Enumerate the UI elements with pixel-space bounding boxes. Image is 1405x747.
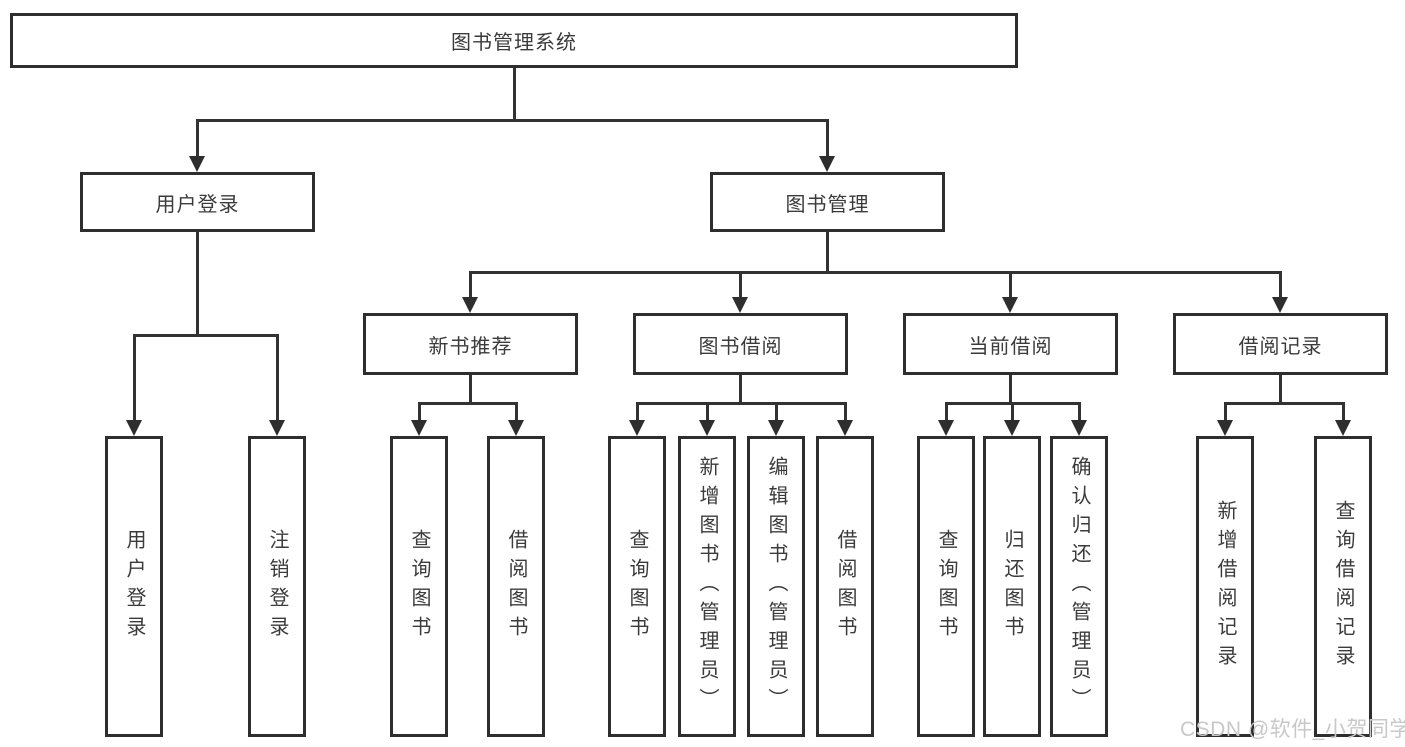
connector-line xyxy=(636,402,847,405)
node-leaf-edit-book-admin: 编辑图书（管理员） xyxy=(747,436,805,737)
node-label: 新增图书（管理员） xyxy=(696,456,718,717)
connector-line xyxy=(513,68,516,122)
node-label: 归还图书 xyxy=(1001,528,1023,645)
node-leaf-logout: 注销登录 xyxy=(248,436,306,737)
node-branch-book-management: 图书管理 xyxy=(710,172,945,232)
arrowhead-down-icon xyxy=(629,420,645,436)
node-label: 新增借阅记录 xyxy=(1214,499,1236,674)
node-label: 图书借阅 xyxy=(698,335,783,358)
arrowhead-down-icon xyxy=(1004,420,1020,436)
arrowhead-down-icon xyxy=(819,156,835,172)
node-label: 借阅图书 xyxy=(834,528,856,645)
node-leaf-add-borrow-record: 新增借阅记录 xyxy=(1196,436,1254,737)
connector-line xyxy=(196,232,199,337)
arrowhead-down-icon xyxy=(938,420,954,436)
node-label: 查询图书 xyxy=(935,528,957,645)
connector-line xyxy=(469,375,472,404)
node-label: 图书管理 xyxy=(785,193,870,216)
arrowhead-down-icon xyxy=(508,420,524,436)
node-leaf-borrow-books: 借阅图书 xyxy=(816,436,874,737)
connector-line xyxy=(739,375,742,404)
node-module-current-borrow: 当前借阅 xyxy=(903,313,1118,375)
arrowhead-down-icon xyxy=(699,420,715,436)
arrowhead-down-icon xyxy=(1335,420,1351,436)
connector-line xyxy=(945,402,948,422)
connector-line xyxy=(515,402,518,422)
connector-line xyxy=(1009,271,1012,299)
connector-line xyxy=(1279,375,1282,404)
node-label: 查询图书 xyxy=(408,528,430,645)
connector-line xyxy=(1279,271,1282,299)
node-label: 用户登录 xyxy=(155,193,240,216)
node-label: 确认归还（管理员） xyxy=(1068,456,1090,717)
arrowhead-down-icon xyxy=(1217,420,1233,436)
connector-line xyxy=(826,232,829,274)
arrowhead-down-icon xyxy=(126,420,142,436)
arrowhead-down-icon xyxy=(1002,297,1018,313)
connector-line xyxy=(133,334,136,422)
node-label: 注销登录 xyxy=(266,528,288,645)
connector-line xyxy=(1009,375,1012,404)
connector-line xyxy=(196,119,829,122)
connector-line xyxy=(706,402,709,422)
arrowhead-down-icon xyxy=(837,420,853,436)
connector-line xyxy=(775,402,778,422)
node-leaf-query-books-current: 查询图书 xyxy=(917,436,975,737)
node-module-book-borrow: 图书借阅 xyxy=(633,313,848,375)
node-label: 查询图书 xyxy=(626,528,648,645)
connector-line xyxy=(418,402,518,405)
node-label: 借阅图书 xyxy=(505,528,527,645)
connector-line xyxy=(1011,402,1014,422)
connector-line xyxy=(739,271,742,299)
node-label: 借阅记录 xyxy=(1238,335,1323,358)
node-leaf-borrow-books-recommend: 借阅图书 xyxy=(487,436,545,737)
node-leaf-query-books-recommend: 查询图书 xyxy=(390,436,448,737)
node-root-library-system: 图书管理系统 xyxy=(10,13,1018,68)
node-label: 新书推荐 xyxy=(428,335,513,358)
node-label: 用户登录 xyxy=(123,528,145,645)
node-leaf-confirm-return-admin: 确认归还（管理员） xyxy=(1050,436,1108,737)
node-label: 当前借阅 xyxy=(968,335,1053,358)
node-leaf-query-borrow-record: 查询借阅记录 xyxy=(1314,436,1372,737)
arrowhead-down-icon xyxy=(189,156,205,172)
connector-line xyxy=(469,271,1282,274)
node-module-borrow-records: 借阅记录 xyxy=(1173,313,1388,375)
node-leaf-user-login: 用户登录 xyxy=(105,436,163,737)
connector-line xyxy=(636,402,639,422)
node-module-new-book-recommend: 新书推荐 xyxy=(363,313,578,375)
node-branch-user-login: 用户登录 xyxy=(80,172,315,232)
arrowhead-down-icon xyxy=(269,420,285,436)
node-label: 编辑图书（管理员） xyxy=(765,456,787,717)
connector-line xyxy=(1224,402,1227,422)
connector-line xyxy=(133,334,279,337)
node-label: 图书管理系统 xyxy=(451,32,577,54)
node-label: 查询借阅记录 xyxy=(1332,499,1354,674)
connector-line xyxy=(1342,402,1345,422)
node-leaf-add-book-admin: 新增图书（管理员） xyxy=(678,436,736,737)
arrowhead-down-icon xyxy=(732,297,748,313)
connector-line xyxy=(418,402,421,422)
connector-line xyxy=(826,119,829,159)
connector-line xyxy=(196,119,199,159)
connector-line xyxy=(844,402,847,422)
connector-line xyxy=(276,334,279,422)
connector-line xyxy=(1078,402,1081,422)
arrowhead-down-icon xyxy=(411,420,427,436)
arrowhead-down-icon xyxy=(1071,420,1087,436)
connector-line xyxy=(1224,402,1345,405)
node-leaf-query-books-borrow: 查询图书 xyxy=(608,436,666,737)
arrowhead-down-icon xyxy=(1272,297,1288,313)
node-leaf-return-books: 归还图书 xyxy=(983,436,1041,737)
arrowhead-down-icon xyxy=(462,297,478,313)
arrowhead-down-icon xyxy=(768,420,784,436)
connector-line xyxy=(469,271,472,299)
watermark: CSDN @软件_小贺同学 xyxy=(1180,718,1405,741)
